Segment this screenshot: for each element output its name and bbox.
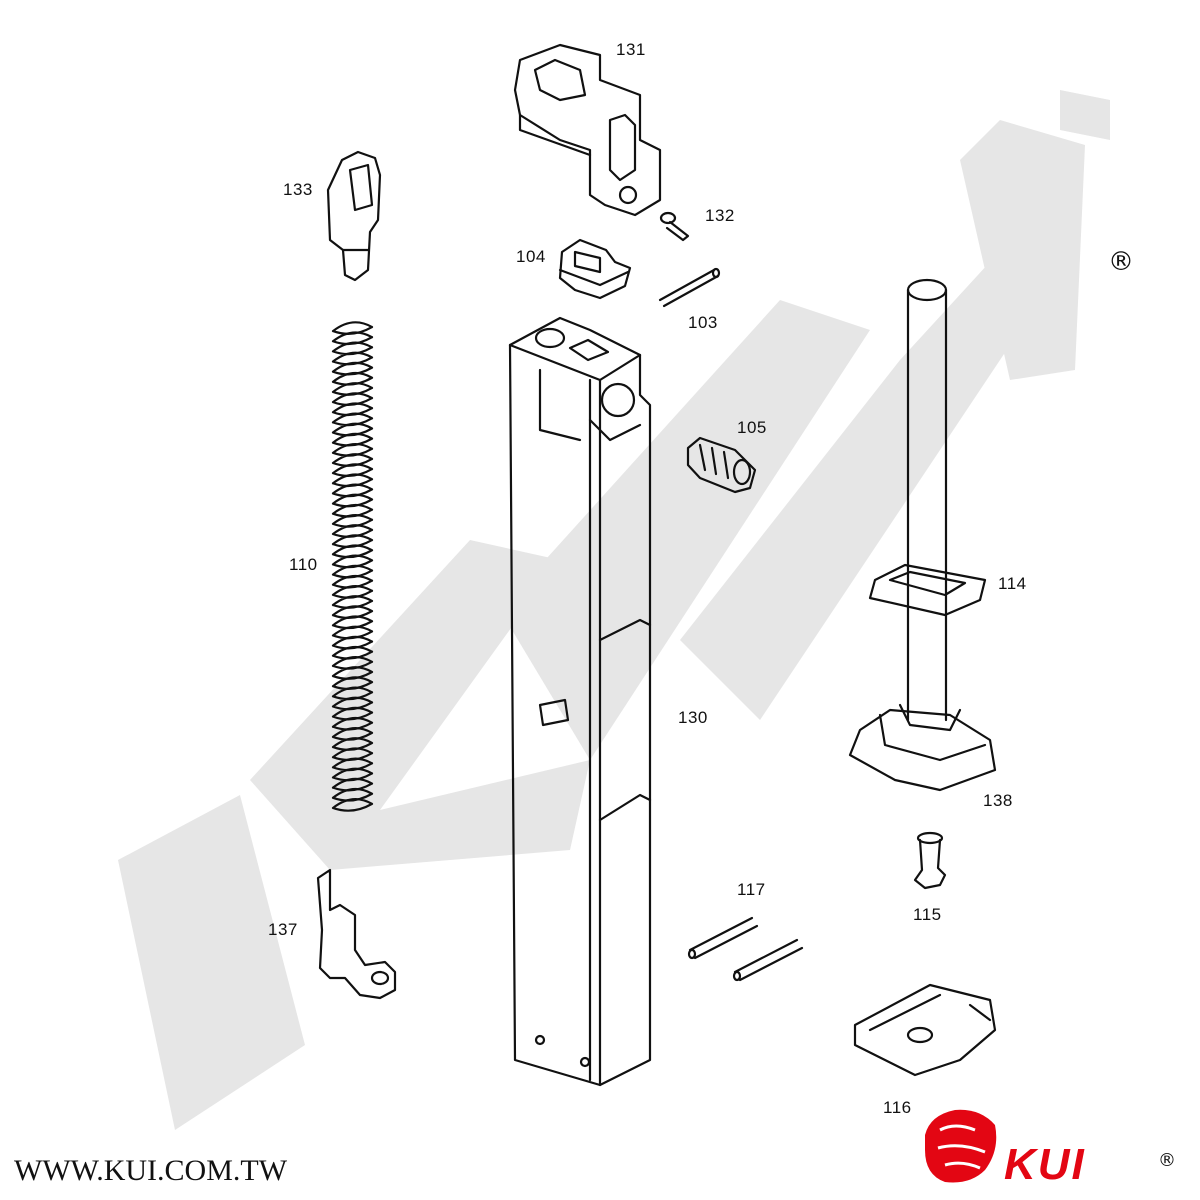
part-105-drawing bbox=[686, 436, 757, 494]
kui-watermark-logo bbox=[118, 90, 1110, 1130]
part-label-103: 103 bbox=[688, 313, 718, 332]
part-130-drawing bbox=[508, 316, 652, 1087]
part-label-132: 132 bbox=[705, 206, 735, 225]
part-label-110: 110 bbox=[289, 555, 318, 574]
part-label-115: 115 bbox=[913, 905, 942, 924]
part-label-116: 116 bbox=[883, 1098, 912, 1117]
part-label-105: 105 bbox=[737, 418, 767, 437]
part-110-drawing bbox=[331, 321, 374, 812]
part-138-drawing bbox=[848, 278, 997, 792]
part-117-drawing bbox=[687, 916, 804, 982]
part-116-drawing bbox=[853, 983, 997, 1077]
part-131-drawing bbox=[513, 43, 662, 217]
part-label-137: 137 bbox=[268, 920, 298, 939]
part-115-drawing bbox=[913, 831, 947, 890]
part-label-138: 138 bbox=[983, 791, 1013, 810]
part-114-drawing bbox=[868, 563, 987, 617]
registered-mark: ® bbox=[1108, 247, 1134, 277]
part-103-drawing bbox=[658, 267, 721, 308]
kui-lion-logo bbox=[925, 1109, 997, 1183]
part-label-104: 104 bbox=[516, 247, 546, 266]
part-label-114: 114 bbox=[998, 574, 1027, 593]
part-104-drawing bbox=[558, 238, 632, 300]
brand-name: KUI bbox=[1004, 1140, 1086, 1189]
brand-registered-mark: ® bbox=[1158, 1150, 1176, 1171]
part-132-drawing bbox=[659, 211, 690, 242]
part-label-131: 131 bbox=[616, 40, 646, 59]
website-url: WWW.KUI.COM.TW bbox=[14, 1154, 288, 1187]
part-label-117: 117 bbox=[737, 880, 766, 899]
part-133-drawing bbox=[326, 150, 382, 282]
part-137-drawing bbox=[316, 868, 397, 1000]
part-label-133: 133 bbox=[283, 180, 313, 199]
part-label-130: 130 bbox=[678, 708, 708, 727]
